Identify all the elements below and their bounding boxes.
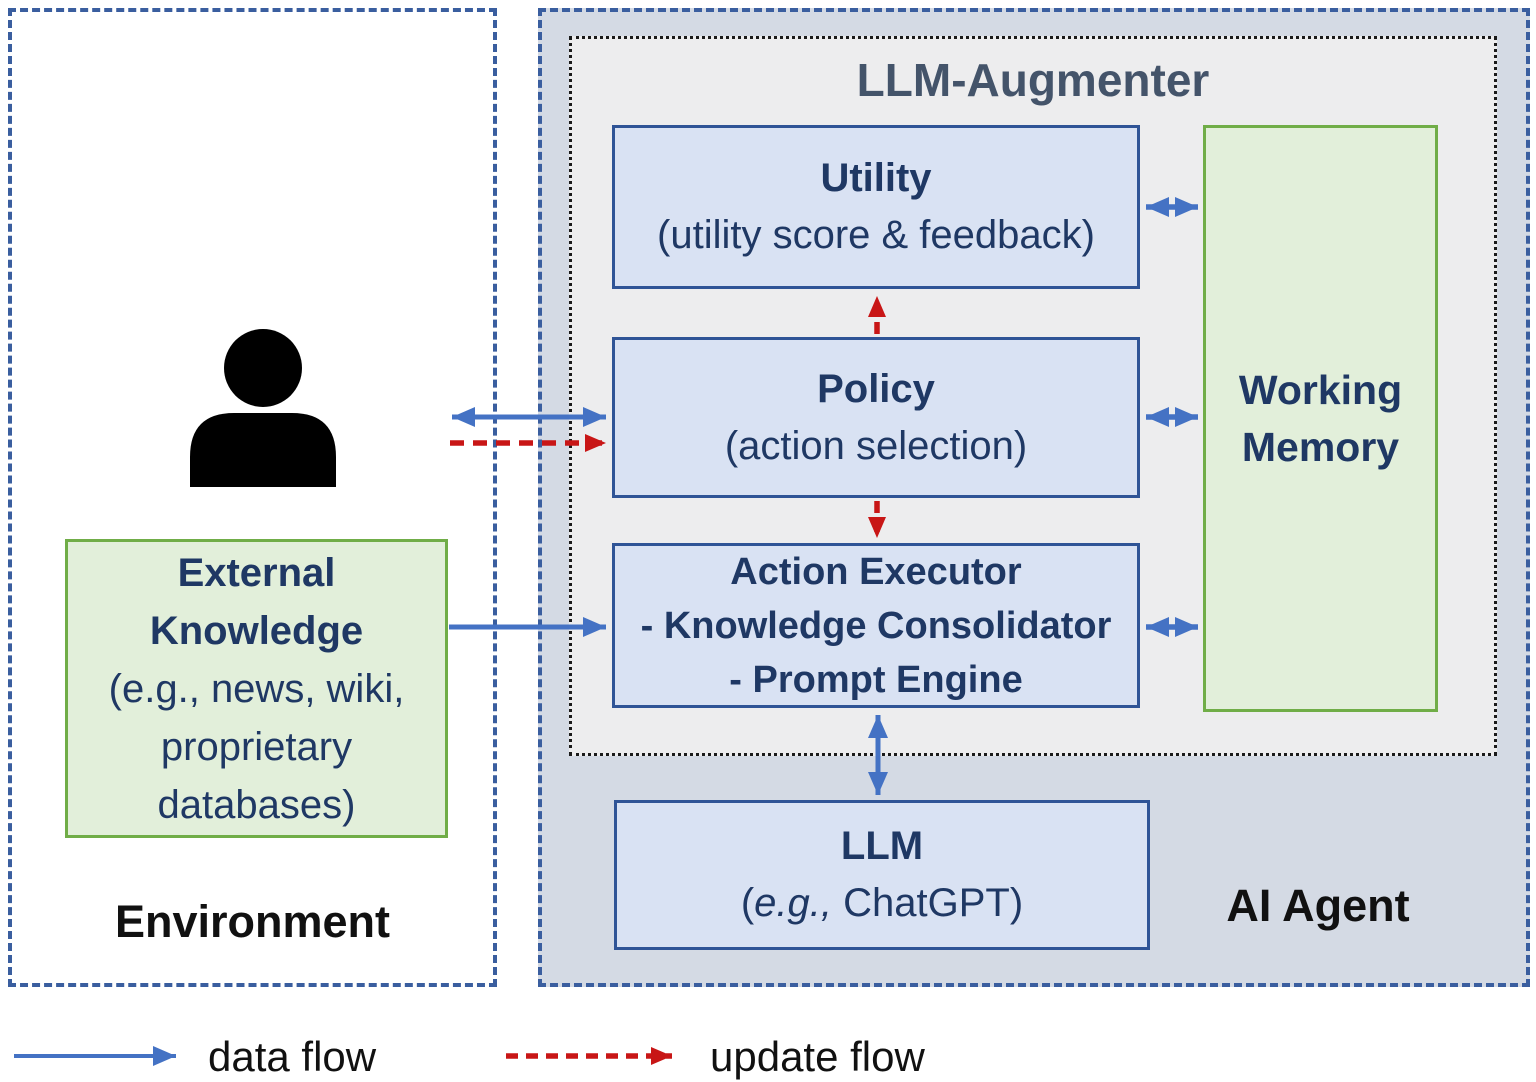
external-knowledge-box: External Knowledge (e.g., news, wiki, pr… xyxy=(65,539,448,838)
external-knowledge-line-1: External xyxy=(177,550,336,595)
llm-title: LLM xyxy=(840,824,924,868)
utility-box: Utility (utility score & feedback) xyxy=(612,125,1140,289)
external-knowledge-line-3: (e.g., news, wiki, xyxy=(108,666,405,711)
legend-update-flow-label: update flow xyxy=(710,1033,925,1080)
external-knowledge-line-5: databases) xyxy=(157,782,356,827)
ai-agent-label: AI Agent xyxy=(1226,880,1410,931)
utility-title: Utility xyxy=(820,156,932,200)
action-executor-line-1: Action Executor xyxy=(730,550,1022,593)
environment-region xyxy=(8,8,497,987)
working-memory-box: Working Memory xyxy=(1203,125,1438,712)
working-memory-line-2: Memory xyxy=(1241,423,1400,470)
utility-subtitle: (utility score & feedback) xyxy=(657,213,1095,257)
llm-augmenter-title: LLM-Augmenter xyxy=(856,54,1210,106)
policy-subtitle: (action selection) xyxy=(724,423,1028,468)
action-executor-line-3: - Prompt Engine xyxy=(729,658,1023,701)
policy-box: Policy (action selection) xyxy=(612,337,1140,498)
action-executor-box: Action Executor - Knowledge Consolidator… xyxy=(612,543,1140,708)
working-memory-line-1: Working xyxy=(1238,366,1403,413)
llm-subtitle-italic: e.g., xyxy=(754,881,832,925)
external-knowledge-line-2: Knowledge xyxy=(149,608,364,653)
llm-subtitle-open: ( xyxy=(740,881,755,925)
policy-title: Policy xyxy=(817,366,935,411)
action-executor-line-2: - Knowledge Consolidator xyxy=(640,604,1112,647)
llm-subtitle: (e.g., ChatGPT) xyxy=(741,875,1023,932)
legend-data-flow-label: data flow xyxy=(208,1033,377,1080)
person-icon xyxy=(190,329,336,487)
environment-label: Environment xyxy=(114,896,391,947)
llm-box: LLM (e.g., ChatGPT) xyxy=(614,800,1150,950)
external-knowledge-line-4: proprietary xyxy=(160,724,353,769)
llm-subtitle-rest: ChatGPT) xyxy=(832,881,1024,925)
